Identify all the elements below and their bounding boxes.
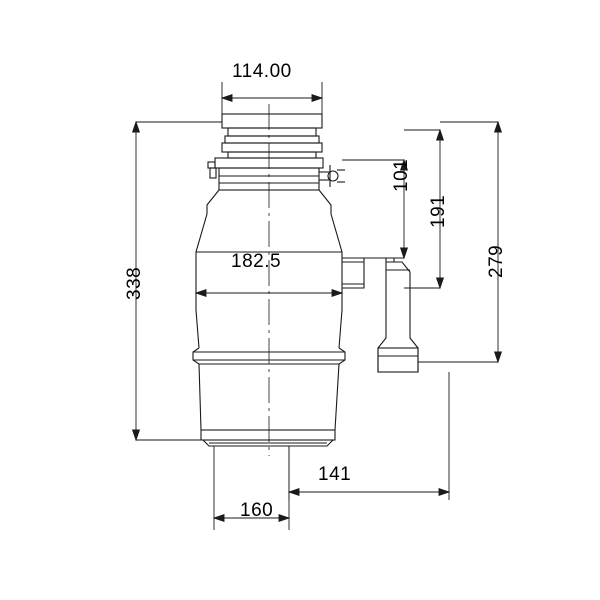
product-outline	[192, 104, 419, 456]
dimension-label-mid-height: 191	[428, 194, 449, 228]
dimension-label-base-width: 160	[240, 500, 274, 521]
dimension-label-top-width: 114.00	[232, 61, 292, 82]
dimension-label-outlet-offset: 141	[318, 464, 352, 485]
dimension-label-outlet-height: 101	[391, 158, 412, 192]
dimension-label-overall-height: 279	[486, 244, 507, 278]
dimension-label-total-height: 338	[124, 266, 145, 300]
dimension-label-body-width: 182.5	[231, 251, 282, 272]
dimension-lines	[131, 82, 503, 530]
